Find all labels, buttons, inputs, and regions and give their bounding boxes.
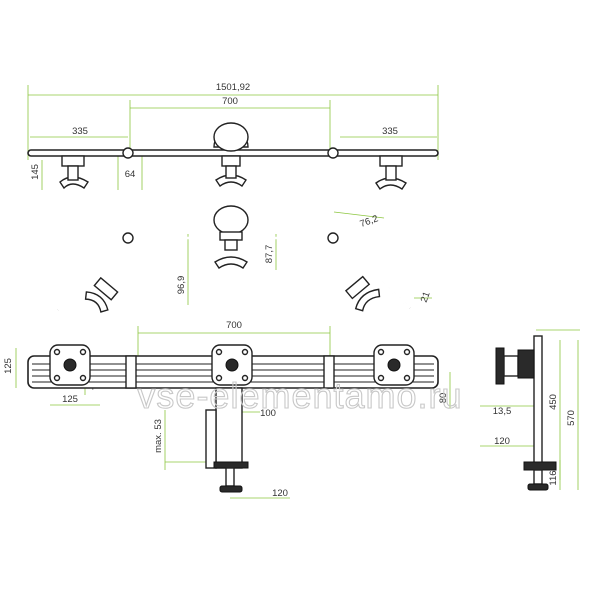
vesa-plate-left [49,344,91,386]
dim-total-height: 570 [566,410,577,426]
dim-clamp-height: 116 [548,470,559,485]
dim-base-width: 120 [272,488,288,499]
dim-bar-offset: 125 [62,394,78,405]
dim-plate-height: 125 [3,358,14,374]
dim-left-height: 96,9 [176,276,187,295]
dim-side-base: 120 [494,436,510,447]
dim-max-thickness: max. 53 [153,419,164,453]
monitor-head-center [215,155,247,187]
vesa-plate-center [211,344,253,386]
dim-front-center-span: 700 [226,320,242,331]
dim-overall-width: 1501,92 [216,82,250,93]
dim-segment: 76,2 [359,213,380,230]
dim-depth: 145 [30,164,41,180]
monitor-head-left [59,155,89,190]
dim-tip: 21 [419,290,433,304]
dim-left-arm: 335 [72,126,88,137]
dim-joint: 64 [125,169,136,180]
side-view: 13,5 120 450 570 116 [480,329,580,491]
dim-right-arm: 335 [382,126,398,137]
dim-center-span: 700 [222,96,238,107]
top-view: 1501,92 700 335 335 145 64 [27,82,439,191]
front-view: 700 125 125 70 100 max. 53 120 80 [3,320,451,499]
watermark-text: vse-elementamo.ru [137,375,462,416]
monitor-head-right [375,155,407,191]
vesa-plate-right [373,344,415,386]
dim-pole-height: 450 [548,394,559,410]
angled-view: 76,2 96,9 87,7 21 [57,205,433,313]
dim-clamp-width: 100 [260,408,276,419]
dim-side-offset: 13,5 [493,406,512,417]
dim-right-height: 80 [438,393,449,404]
dim-right-height: 87,7 [264,245,275,264]
